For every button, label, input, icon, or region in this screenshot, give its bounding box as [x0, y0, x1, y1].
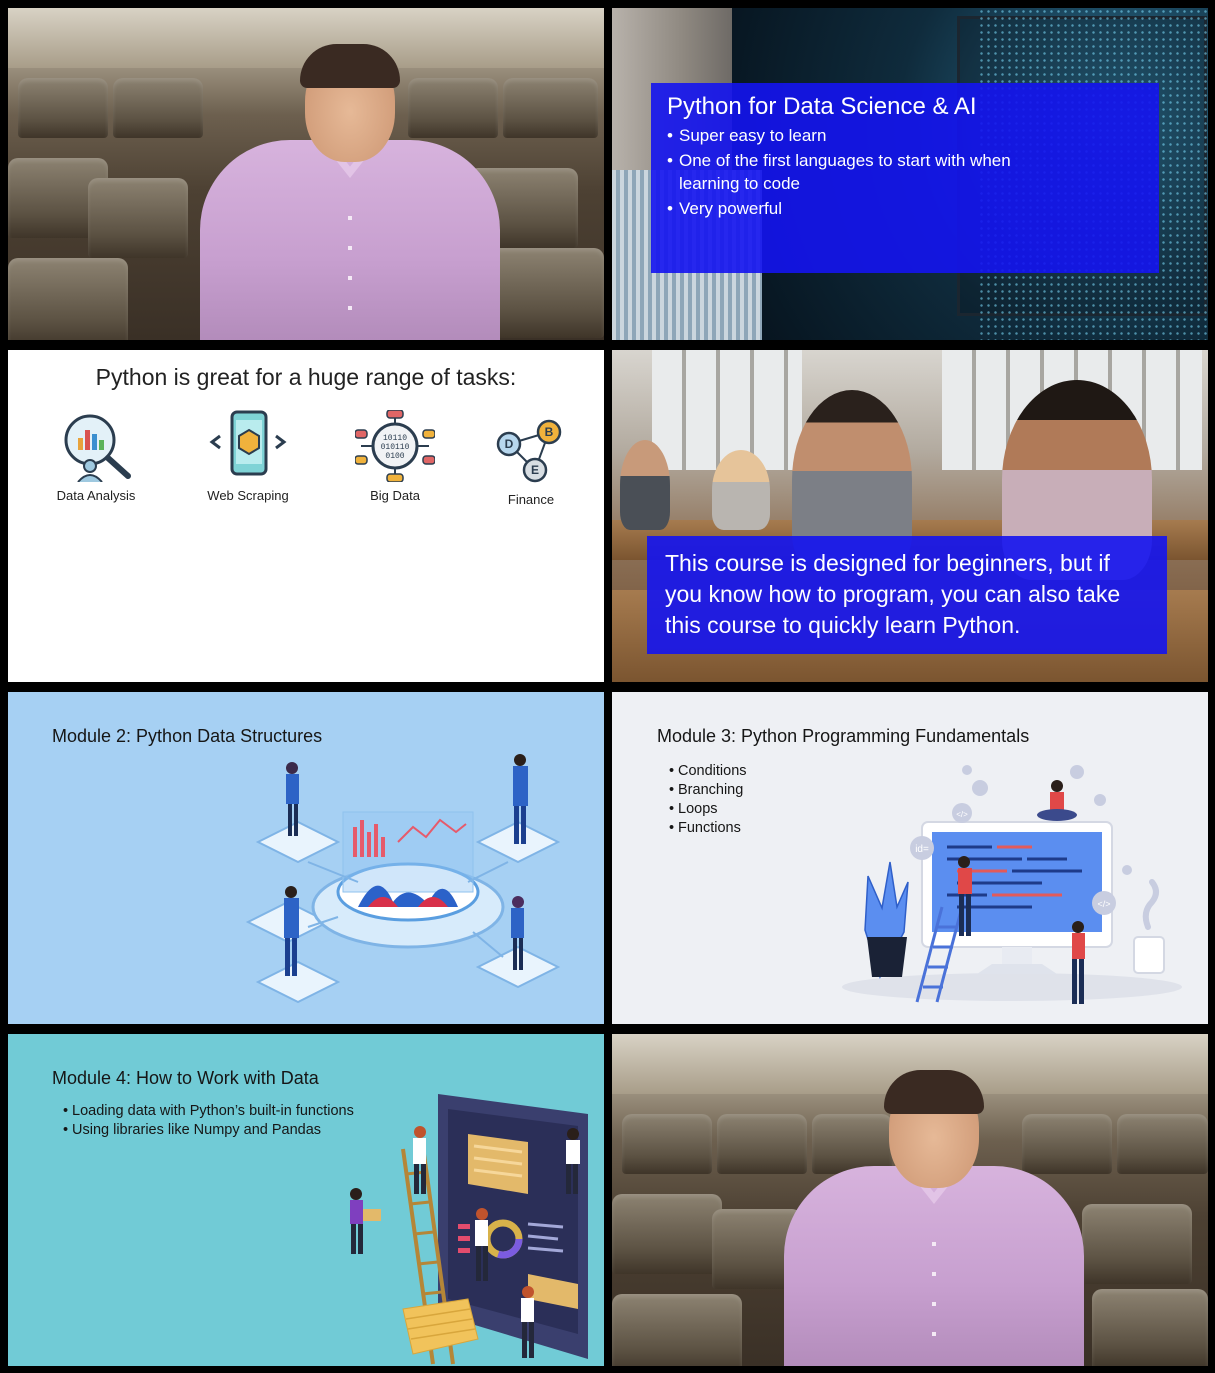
module-bullet: Branching: [669, 781, 747, 800]
programming-illustration: id= </> </>: [842, 765, 1182, 1004]
person-figure: [350, 1188, 381, 1254]
seat: [408, 78, 498, 138]
slide-title: Python is great for a huge range of task…: [95, 364, 517, 390]
title-card: Python for Data Science & AI Super easy …: [651, 83, 1159, 273]
module-bullet: Conditions: [669, 762, 747, 781]
person-figure: [413, 1126, 426, 1194]
data-structures-illustration: [245, 754, 561, 1004]
phone-code-icon: [208, 410, 288, 482]
person-figure: [286, 762, 299, 836]
binary-network-icon: 10110 010110 0100: [355, 410, 435, 482]
data-work-illustration: [350, 1094, 588, 1365]
binary-text: 0100: [385, 452, 404, 461]
module-title: Module 2: Python Data Structures: [52, 726, 323, 746]
task-web-scraping: Web Scraping: [183, 410, 313, 503]
task-label: Big Data: [370, 488, 420, 503]
coin-letter: E: [531, 463, 539, 477]
person-figure: [511, 896, 524, 970]
coin-letter: B: [545, 425, 554, 439]
task-big-data: 10110 010110 0100 Big Data: [330, 410, 460, 503]
card-bullet: Very powerful: [667, 198, 1143, 221]
coin-letter: D: [505, 437, 514, 451]
task-label: Data Analysis: [56, 488, 136, 503]
seat: [8, 258, 128, 340]
code-badge: </>: [956, 810, 968, 819]
person-figure: [1072, 921, 1085, 1004]
module-bullet: Using libraries like Numpy and Pandas: [63, 1121, 354, 1140]
person-figure: [513, 754, 528, 844]
student: [712, 450, 770, 530]
crypto-coins-icon: D B E: [491, 414, 571, 486]
seat: [113, 78, 203, 138]
binary-text: 10110: [383, 434, 407, 443]
caption-text: This course is designed for beginners, b…: [665, 550, 1121, 639]
module-title: Module 3: Python Programming Fundamental…: [657, 726, 1030, 746]
seat: [88, 178, 188, 258]
slide-module-3: Module 3: Python Programming Fundamental…: [612, 692, 1208, 1024]
card-title: Python for Data Science & AI: [667, 93, 977, 120]
instructor: [200, 44, 500, 340]
seat: [1092, 1289, 1208, 1366]
module-bullets: Conditions Branching Loops Functions: [669, 762, 747, 837]
task-finance: D B E Finance: [466, 414, 596, 507]
video-frame-course-title: Python for Data Science & AI Super easy …: [612, 8, 1208, 340]
seat: [622, 1114, 712, 1174]
seat: [488, 248, 604, 338]
task-label: Finance: [507, 492, 555, 507]
seat: [1082, 1204, 1192, 1284]
module-bullet: Functions: [669, 819, 747, 838]
person-figure: [284, 886, 299, 976]
module-bullet: Loops: [669, 800, 747, 819]
student: [620, 440, 670, 530]
audience-caption-card: This course is designed for beginners, b…: [647, 536, 1167, 654]
slide-tasks: Python is great for a huge range of task…: [8, 350, 604, 682]
code-badge: id=: [915, 844, 929, 855]
seat: [612, 1294, 742, 1366]
magnifier-chart-icon: [56, 410, 136, 482]
module-bullet: Loading data with Python’s built-in func…: [63, 1102, 354, 1121]
slide-module-2: Module 2: Python Data Structures: [8, 692, 604, 1024]
card-bullet: Super easy to learn: [667, 125, 1143, 148]
person-figure: [958, 856, 972, 936]
seat: [612, 1194, 722, 1274]
task-label: Web Scraping: [207, 488, 289, 503]
task-data-analysis: Data Analysis: [31, 410, 161, 503]
module-bullets: Loading data with Python’s built-in func…: [63, 1102, 354, 1140]
instructor: [784, 1070, 1084, 1366]
person-figure: [566, 1128, 580, 1194]
card-bullets: Super easy to learn One of the first lan…: [667, 125, 1143, 221]
seat: [812, 1114, 892, 1174]
person-figure: [521, 1286, 534, 1358]
card-bullet: One of the first languages to start with…: [667, 150, 1027, 196]
person-figure: [1037, 780, 1077, 821]
seat: [1022, 1114, 1112, 1174]
video-frame-instructor-intro: [8, 8, 604, 340]
slide-module-4: Module 4: How to Work with Data Loading …: [8, 1034, 604, 1366]
person-figure: [475, 1208, 488, 1281]
code-badge: </>: [1097, 899, 1110, 909]
video-frame-instructor-outro: [612, 1034, 1208, 1366]
seat: [717, 1114, 807, 1174]
module-title: Module 4: How to Work with Data: [52, 1068, 319, 1088]
seat: [18, 78, 108, 138]
video-frame-audience: This course is designed for beginners, b…: [612, 350, 1208, 682]
seat: [503, 78, 598, 138]
binary-text: 010110: [381, 443, 410, 452]
seat: [1117, 1114, 1208, 1174]
